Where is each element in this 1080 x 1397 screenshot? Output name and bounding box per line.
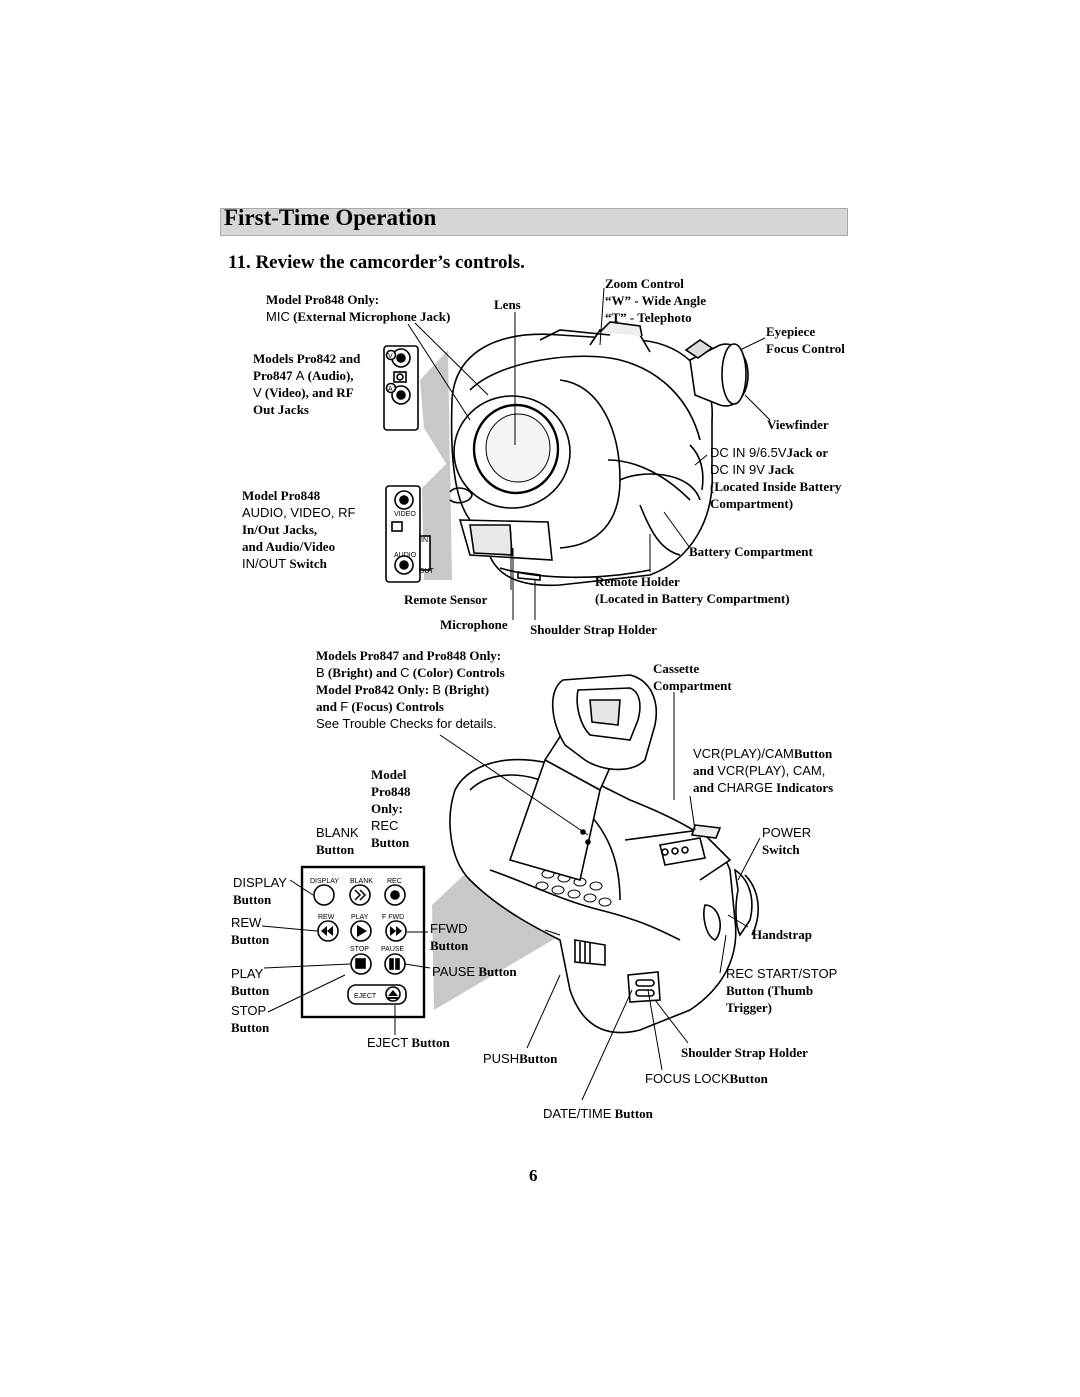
svg-text:IN: IN [421, 537, 428, 544]
label-shoulder-strap-holder-bottom: Shoulder Strap Holder [681, 1045, 808, 1060]
svg-text:PAUSE: PAUSE [381, 946, 405, 953]
camcorder-rear-view [449, 674, 759, 1034]
step-heading: 11. Review the camcorder’s controls. [228, 252, 525, 273]
label-model848-mic: Model Pro848 Only: MIC (External Microph… [266, 292, 451, 324]
svg-text:STOP: STOP [350, 946, 369, 953]
svg-text:F FWD: F FWD [382, 914, 404, 921]
svg-text:V: V [388, 353, 393, 360]
remote-glyphs [321, 889, 402, 999]
label-focus-lock-button: FOCUS LOCKButton [645, 1071, 768, 1086]
label-date-time-button: DATE/TIME Button [543, 1106, 653, 1121]
label-rec-start-stop: REC START/STOP Button (Thumb Trigger) [726, 966, 838, 1015]
label-model848-jacks: Model Pro848 AUDIO, VIDEO, RF In/Out Jac… [242, 488, 356, 571]
leader-lines-upper [407, 287, 771, 620]
label-rec-button: REC Button [371, 818, 410, 850]
label-eyepiece-focus: Eyepiece Focus Control [766, 324, 845, 356]
label-viewfinder: Viewfinder [767, 417, 829, 432]
svg-text:A: A [388, 386, 393, 393]
label-eject-button: EJECT Button [367, 1035, 450, 1050]
svg-text:AUDIO: AUDIO [394, 552, 417, 559]
label-handstrap: Handstrap [752, 927, 812, 942]
label-power-switch: POWER Switch [762, 825, 812, 857]
av-jack-panel-pro848 [385, 485, 431, 583]
label-stop-button: STOP Button [231, 1003, 270, 1035]
av-jack-panel-pro842 [383, 345, 419, 431]
svg-text:REW: REW [318, 914, 335, 921]
section-header-bar [220, 208, 848, 236]
svg-text:OUT: OUT [419, 568, 435, 575]
label-zoom-control: Zoom Control “W” - Wide Angle “T” - Tele… [605, 276, 707, 325]
label-microphone: Microphone [440, 617, 508, 632]
label-ffwd-button: FFWD Button [430, 921, 469, 953]
leader-lines-lower [261, 692, 761, 1101]
display-button-icon [313, 884, 335, 906]
svg-text:DISPLAY: DISPLAY [310, 878, 339, 885]
page-number: 6 [529, 1166, 538, 1185]
svg-text:VIDEO: VIDEO [394, 511, 416, 518]
jack-projection-shade [420, 350, 450, 470]
label-vcr-cam-indicators: VCR(PLAY)/CAMButton and VCR(PLAY), CAM, … [693, 746, 834, 795]
label-push-button: PUSHButton [483, 1051, 558, 1066]
label-rew-button: REW Button [231, 915, 270, 947]
label-cassette-compartment: Cassette Compartment [653, 661, 732, 693]
label-model848-only: Model Pro848 Only: [371, 767, 411, 816]
label-battery-compartment: Battery Compartment [689, 544, 813, 559]
label-remote-sensor: Remote Sensor [404, 592, 488, 607]
section-title: First-Time Operation [224, 205, 437, 230]
label-jacks-pro842-847: Models Pro842 and Pro847 A (Audio), V (V… [253, 351, 361, 417]
remote-projection-shade [432, 860, 560, 1010]
svg-text:EJECT: EJECT [354, 993, 377, 1000]
label-play-button: PLAY Button [231, 966, 270, 998]
label-bright-color-controls: Models Pro847 and Pro848 Only: B (Bright… [316, 648, 505, 731]
label-display-button: DISPLAY Button [233, 875, 287, 907]
label-dc-in-jack: DC IN 9/6.5VJack or DC IN 9V Jack (Locat… [710, 445, 842, 511]
label-lens: Lens [494, 297, 521, 312]
label-blank-button: BLANK Button [316, 825, 359, 857]
label-pause-button: PAUSE Button [432, 964, 517, 979]
camcorder-front-view [449, 321, 749, 587]
svg-text:BLANK: BLANK [350, 878, 373, 885]
label-remote-holder: Remote Holder (Located in Battery Compar… [595, 574, 790, 606]
label-shoulder-strap-holder-top: Shoulder Strap Holder [530, 622, 657, 637]
svg-text:REC: REC [387, 878, 402, 885]
svg-text:PLAY: PLAY [351, 914, 369, 921]
